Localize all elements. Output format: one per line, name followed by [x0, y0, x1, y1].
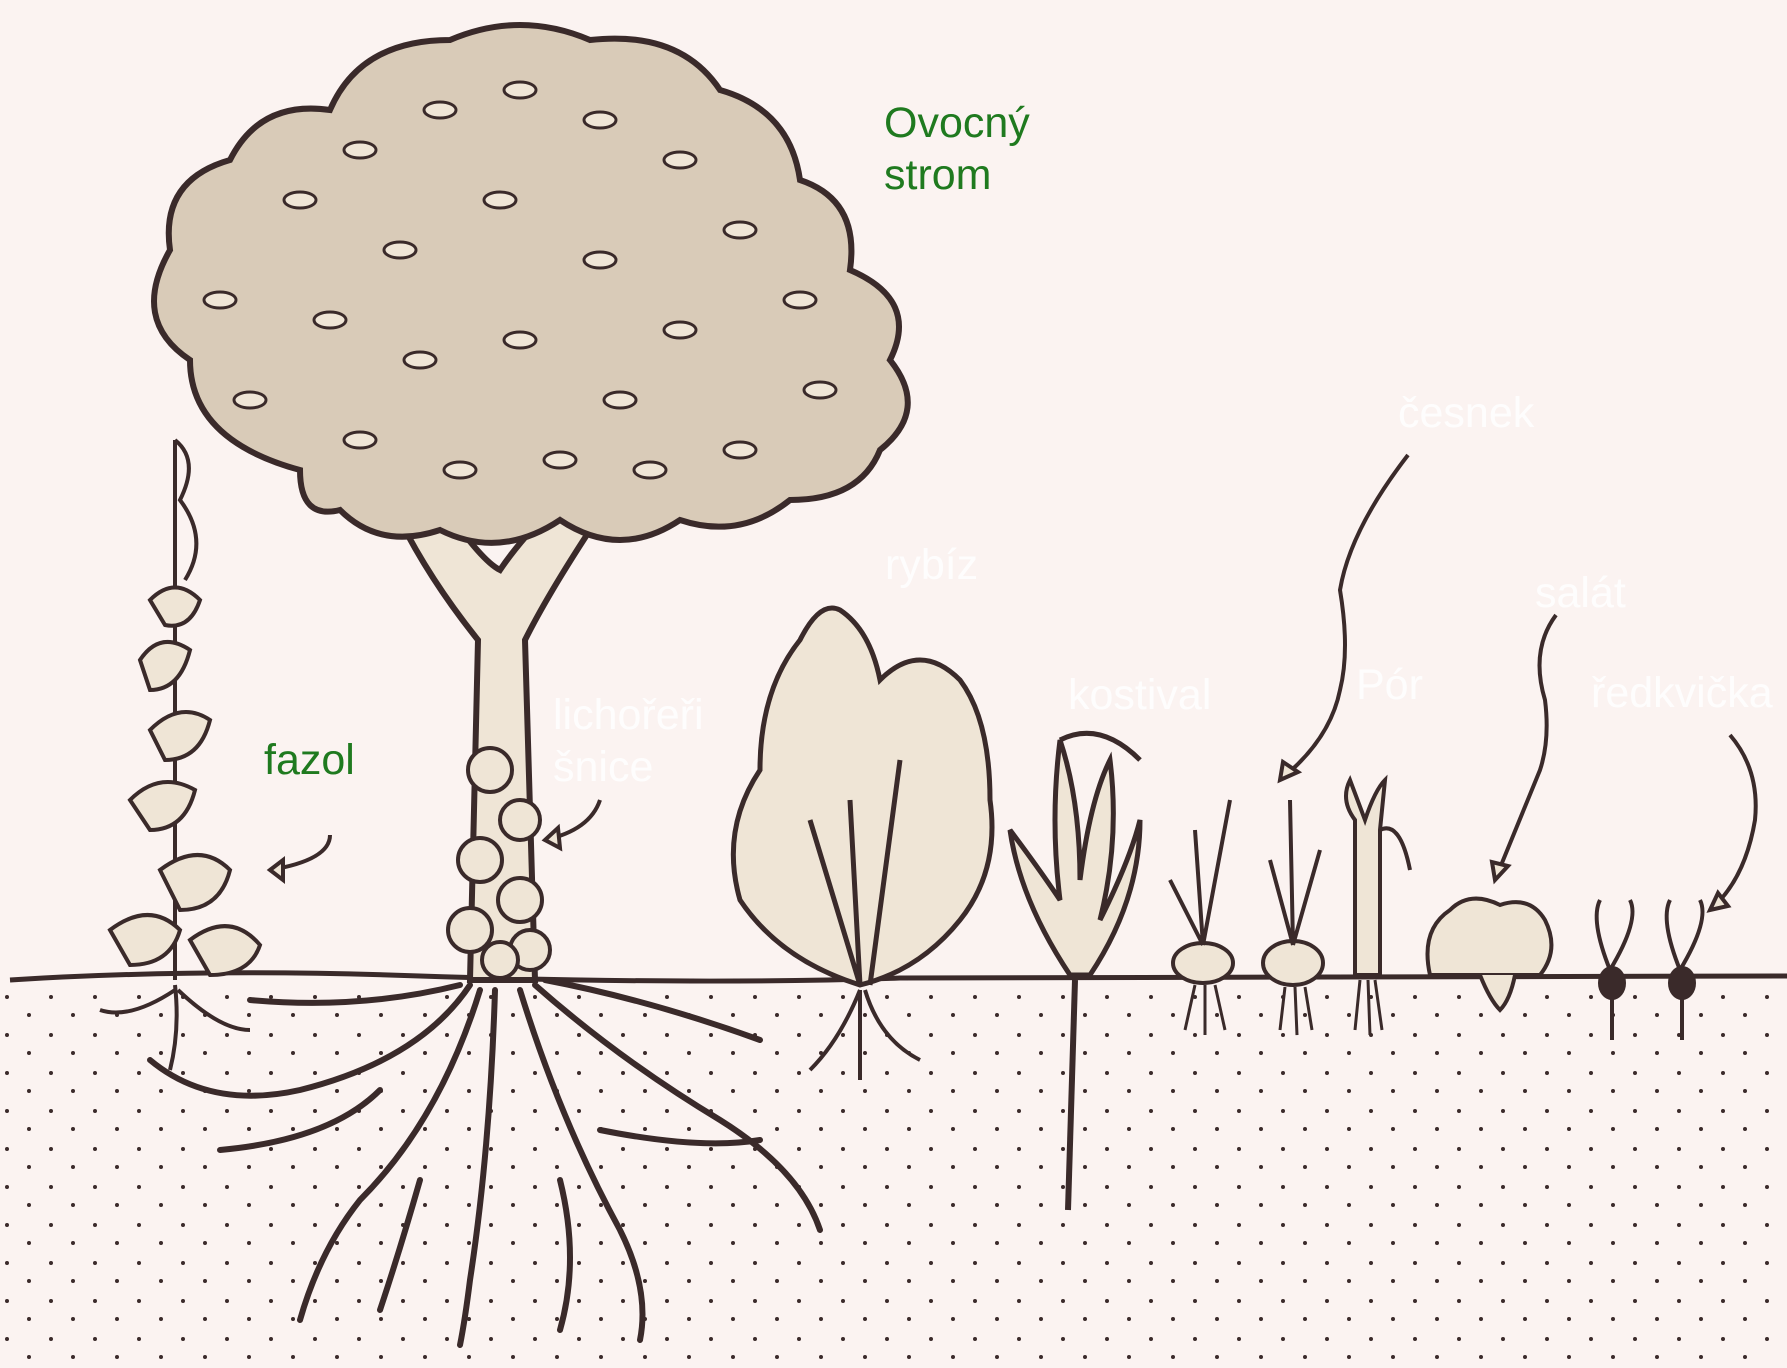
- comfrey-plant: [1010, 733, 1140, 975]
- label-leek: Pór: [1356, 660, 1423, 712]
- label-currant: rybíz: [885, 540, 978, 592]
- label-nasturtium: lichořeři šnice: [553, 690, 704, 793]
- bean-plant: [110, 440, 260, 980]
- nasturtium-plant: [448, 748, 550, 978]
- leek-plant: [1346, 780, 1410, 975]
- label-bean: fazol: [264, 735, 355, 787]
- tree-canopy: [154, 25, 908, 543]
- label-garlic: česnek: [1398, 388, 1534, 440]
- label-comfrey: kostival: [1068, 670, 1211, 722]
- label-fruit-tree: Ovocný strom: [884, 98, 1030, 201]
- garlic-plants: [1170, 800, 1323, 985]
- currant-bush: [733, 608, 992, 985]
- label-radish: ředkvička: [1591, 668, 1773, 720]
- label-lettuce: salát: [1535, 568, 1626, 620]
